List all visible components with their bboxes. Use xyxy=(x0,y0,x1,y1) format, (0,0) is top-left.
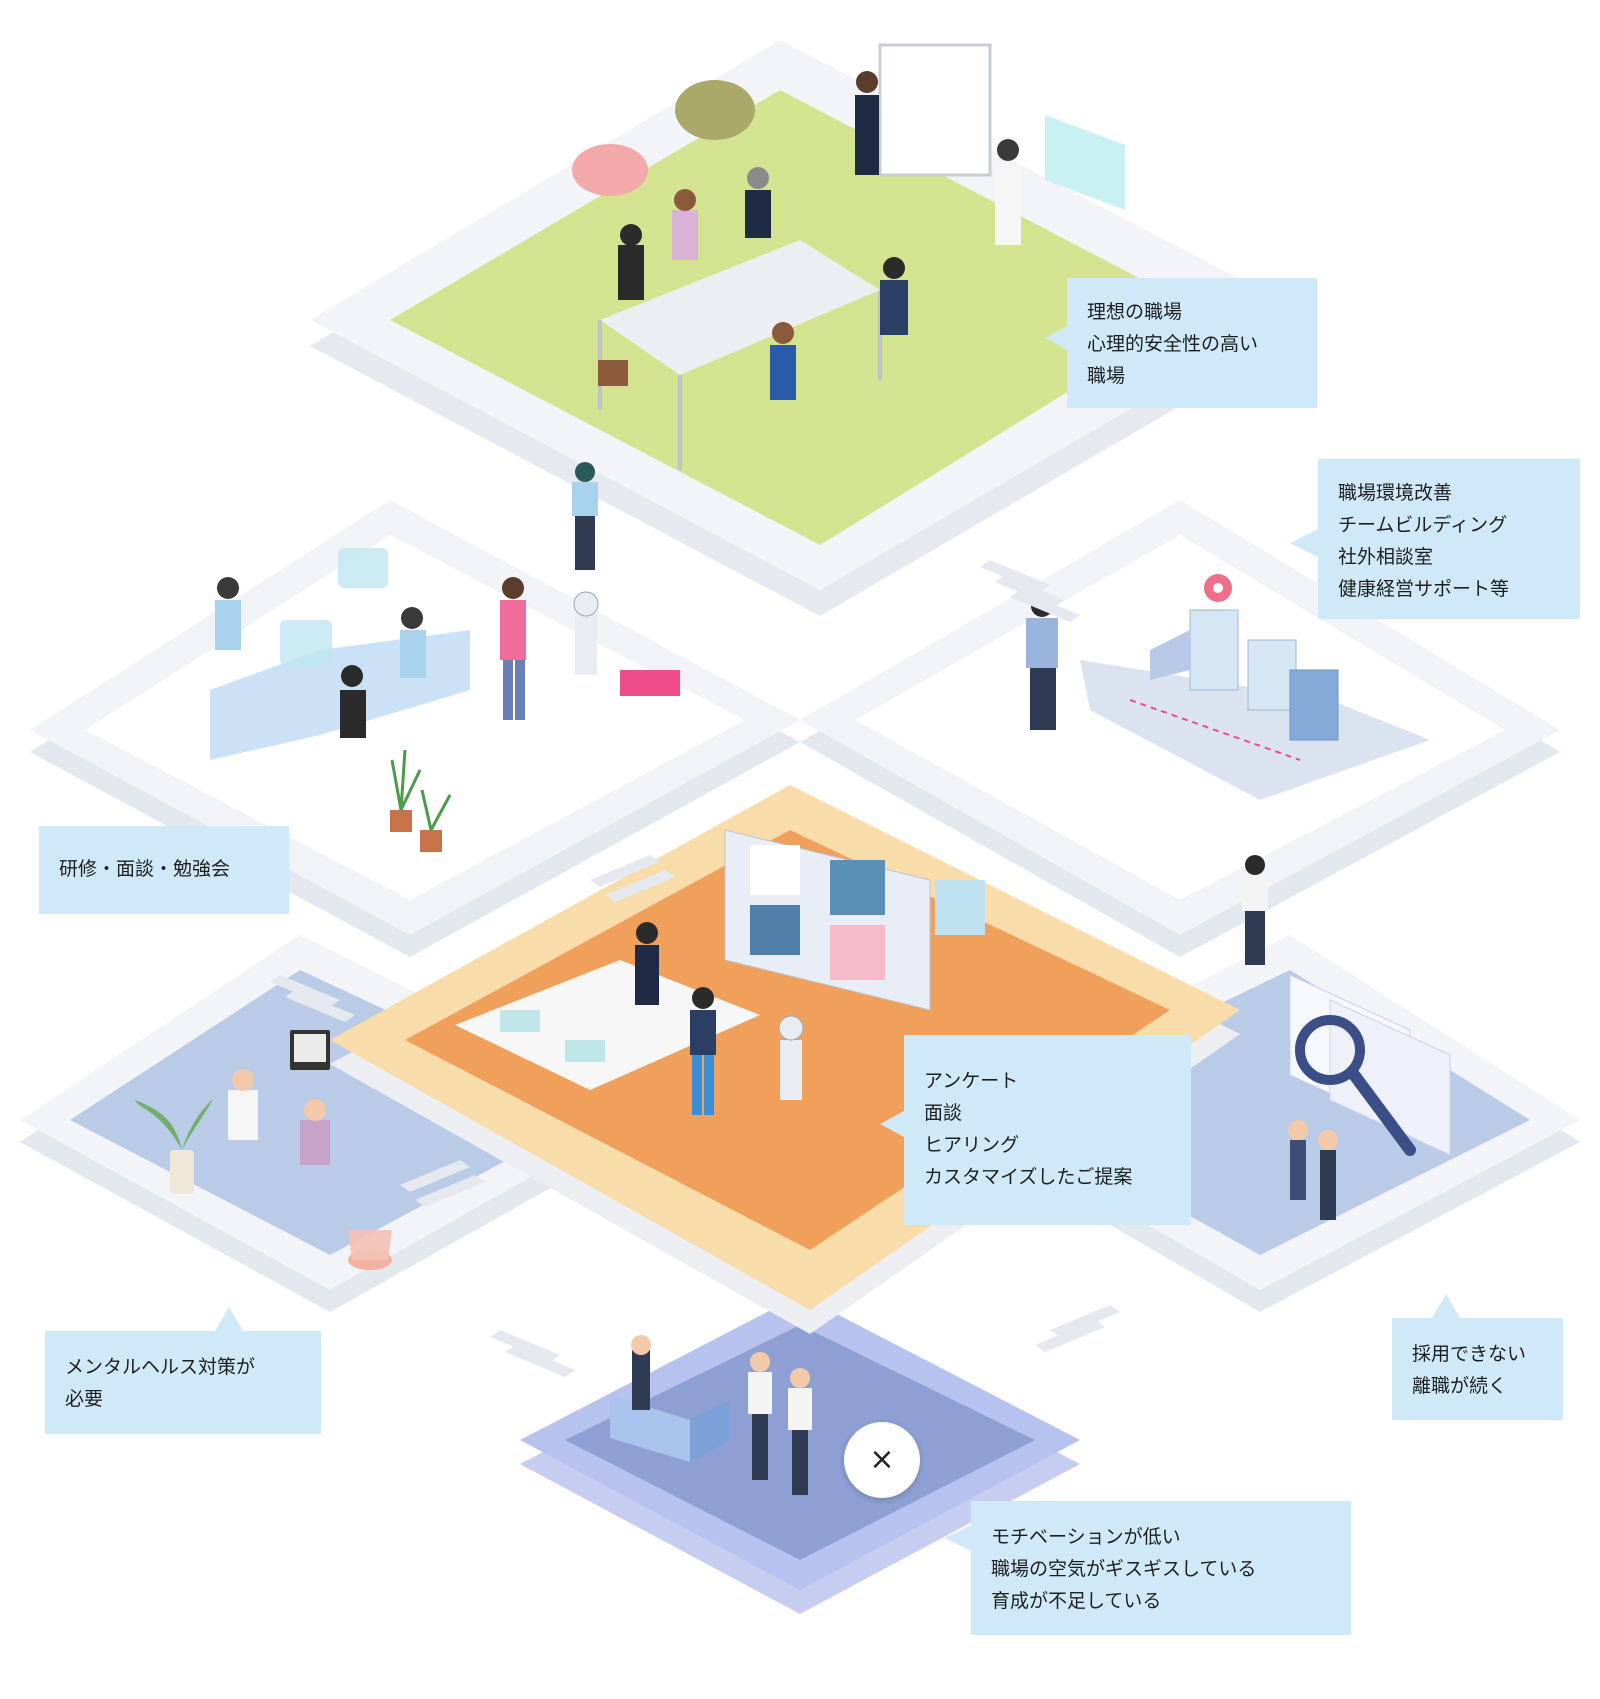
callout-line: 採用できない xyxy=(1412,1343,1527,1365)
workshop-illustration xyxy=(455,829,985,1115)
callout-line: 面談 xyxy=(924,1102,963,1124)
callout-line: 理想の職場 xyxy=(1087,301,1183,323)
walking-people-illustration xyxy=(572,462,1268,965)
callout-line: 社外相談室 xyxy=(1338,546,1434,568)
training-illustration xyxy=(210,548,680,852)
close-symbol: × xyxy=(869,1442,895,1477)
callout-consulting: アンケート 面談 ヒアリング カスタマイズしたご提案 xyxy=(880,1035,1191,1225)
callout-line: チームビルディング xyxy=(1338,514,1508,536)
callout-problems: モチベーションが低い 職場の空気がギスギスしている 育成が不足している xyxy=(945,1501,1351,1635)
callout-line: 職場環境改善 xyxy=(1338,482,1453,504)
callout-tail xyxy=(1290,529,1318,557)
callout-line: 必要 xyxy=(65,1388,104,1410)
support-platform xyxy=(800,500,1560,957)
callout-training: 研修・面談・勉強会 xyxy=(39,826,289,914)
callout-tail xyxy=(880,1111,904,1137)
people-illustration xyxy=(748,1352,812,1495)
callout-line: ヒアリング xyxy=(924,1134,1020,1156)
bottom-platform xyxy=(520,1295,1080,1614)
top-platform xyxy=(310,40,1300,616)
callout-line: 育成が不足している xyxy=(991,1590,1162,1612)
callout-line: 研修・面談・勉強会 xyxy=(59,858,231,880)
callout-tail xyxy=(215,1307,243,1331)
callout-line: 職場 xyxy=(1087,365,1126,387)
callout-line: 職場の空気がギスギスしている xyxy=(991,1558,1257,1580)
recruitment-illustration xyxy=(1288,974,1451,1220)
callout-tail xyxy=(945,1525,971,1551)
callout-line: メンタルヘルス対策が xyxy=(65,1356,256,1378)
center-platform xyxy=(330,785,1240,1334)
callout-line: 健康経営サポート等 xyxy=(1338,578,1510,600)
left-platform xyxy=(20,935,650,1312)
callout-line: カスタマイズしたご提案 xyxy=(924,1166,1133,1188)
callout-line: 心理的安全性の高い xyxy=(1087,333,1259,355)
close-icon: × xyxy=(844,1422,920,1498)
callout-tail xyxy=(1432,1294,1460,1318)
callout-hiring: 採用できない 離職が続く xyxy=(1392,1294,1563,1420)
callout-line: アンケート xyxy=(924,1070,1019,1092)
callout-tail xyxy=(1045,326,1067,350)
callout-ideal-workplace: 理想の職場 心理的安全性の高い 職場 xyxy=(1045,278,1317,408)
sofa-illustration xyxy=(610,1335,730,1462)
callout-mental-health: メンタルヘルス対策が 必要 xyxy=(45,1307,321,1434)
bridge-connectors xyxy=(270,560,1120,1377)
callout-line: 離職が続く xyxy=(1412,1375,1508,1397)
callout-line: モチベーションが低い xyxy=(991,1526,1181,1548)
meeting-illustration xyxy=(572,43,1125,470)
callout-support-services: 職場環境改善 チームビルディング 社外相談室 健康経営サポート等 xyxy=(1290,459,1580,619)
counseling-illustration xyxy=(135,1030,392,1270)
